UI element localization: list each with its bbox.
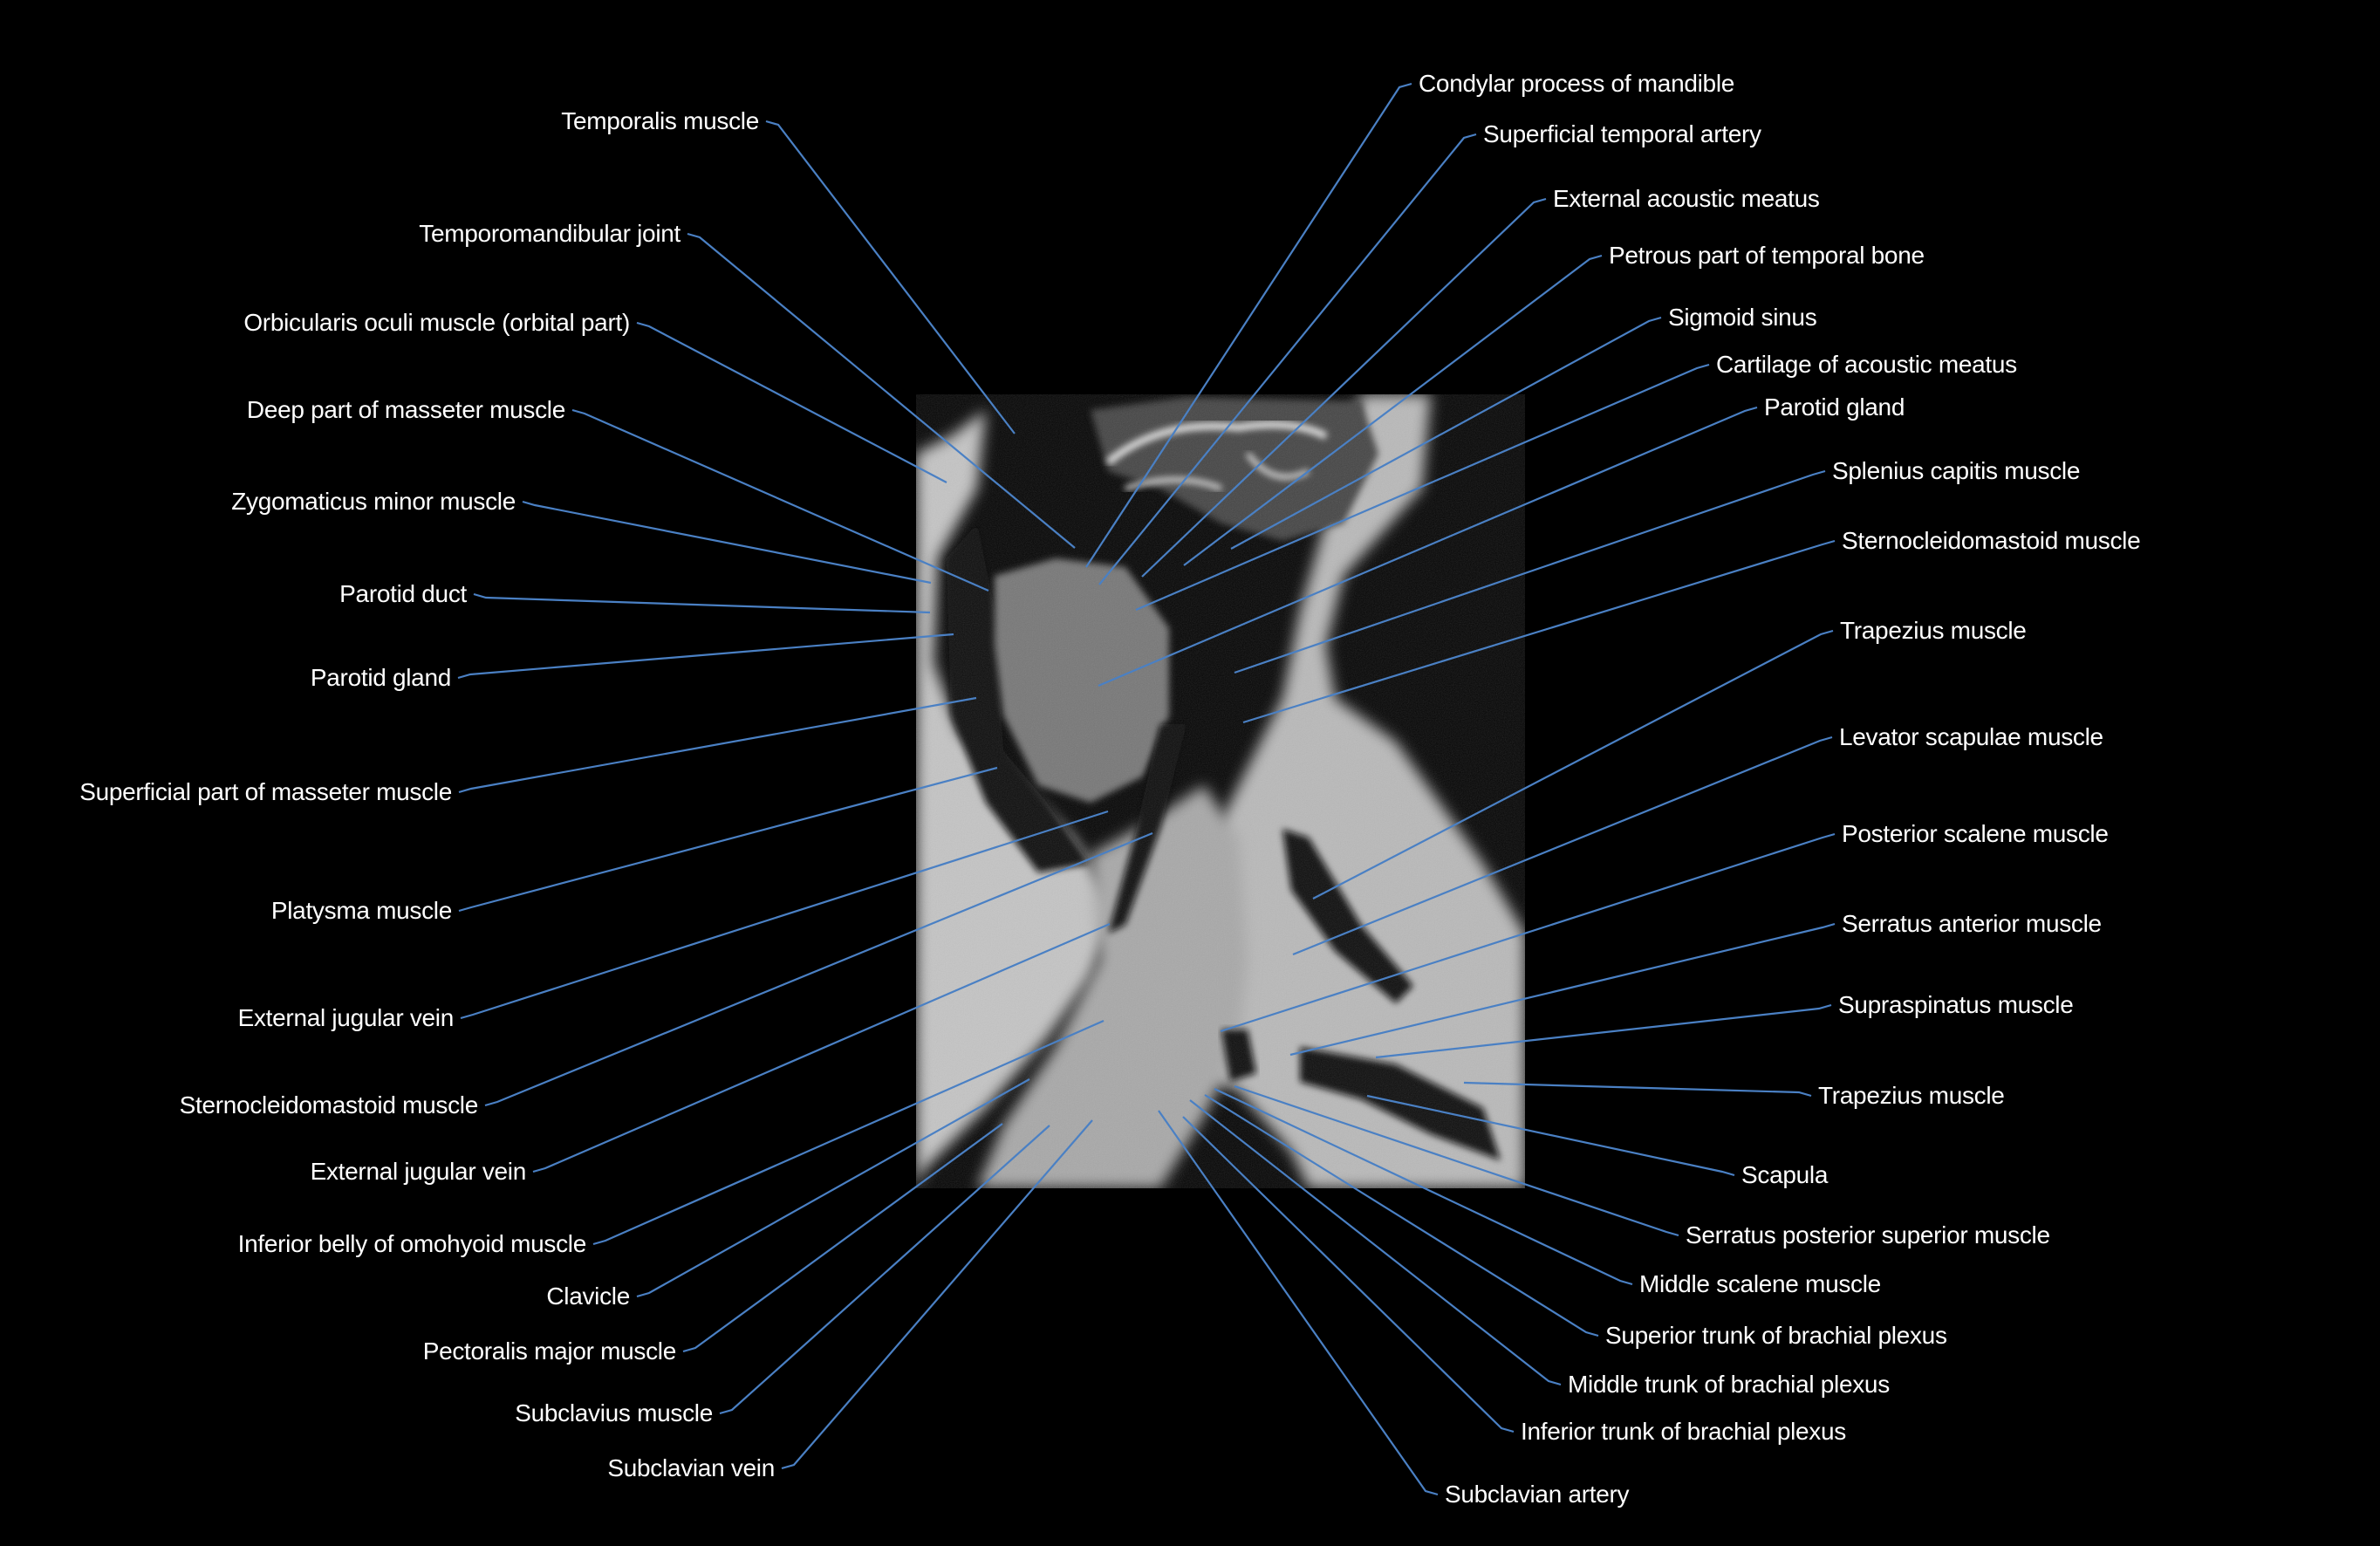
label-inferior-belly-of-omohyoid-muscle[interactable]: Inferior belly of omohyoid muscle	[237, 1230, 587, 1257]
label-levator-scapulae-muscle[interactable]: Levator scapulae muscle	[1839, 723, 2103, 750]
label-temporomandibular-joint[interactable]: Temporomandibular joint	[419, 220, 680, 247]
label-middle-trunk-of-brachial-plexus[interactable]: Middle trunk of brachial plexus	[1568, 1371, 1890, 1398]
label-sternocleidomastoid-muscle[interactable]: Sternocleidomastoid muscle	[1842, 527, 2141, 554]
label-temporalis-muscle[interactable]: Temporalis muscle	[561, 107, 759, 134]
label-scapula[interactable]: Scapula	[1741, 1161, 1829, 1188]
label-condylar-process-of-mandible[interactable]: Condylar process of mandible	[1419, 70, 1735, 97]
label-pectoralis-major-muscle[interactable]: Pectoralis major muscle	[422, 1337, 677, 1365]
label-platysma-muscle[interactable]: Platysma muscle	[270, 897, 452, 924]
label-superficial-part-of-masseter-muscle[interactable]: Superficial part of masseter muscle	[79, 778, 452, 805]
label-external-jugular-vein[interactable]: External jugular vein	[237, 1004, 455, 1031]
label-posterior-scalene-muscle[interactable]: Posterior scalene muscle	[1842, 820, 2109, 847]
label-sternocleidomastoid-muscle[interactable]: Sternocleidomastoid muscle	[179, 1091, 479, 1118]
label-inferior-trunk-of-brachial-plexus[interactable]: Inferior trunk of brachial plexus	[1521, 1418, 1846, 1445]
label-external-acoustic-meatus[interactable]: External acoustic meatus	[1553, 185, 1820, 212]
label-external-jugular-vein[interactable]: External jugular vein	[310, 1158, 527, 1185]
label-superior-trunk-of-brachial-plexus[interactable]: Superior trunk of brachial plexus	[1605, 1322, 1947, 1349]
label-serratus-anterior-muscle[interactable]: Serratus anterior muscle	[1842, 910, 2102, 937]
label-subclavian-artery[interactable]: Subclavian artery	[1445, 1481, 1630, 1508]
label-parotid-gland[interactable]: Parotid gland	[310, 664, 451, 691]
label-trapezius-muscle[interactable]: Trapezius muscle	[1818, 1082, 2005, 1109]
label-petrous-part-of-temporal-bone[interactable]: Petrous part of temporal bone	[1609, 242, 1925, 269]
label-parotid-gland[interactable]: Parotid gland	[1764, 393, 1905, 421]
label-cartilage-of-acoustic-meatus[interactable]: Cartilage of acoustic meatus	[1716, 351, 2017, 378]
label-parotid-duct[interactable]: Parotid duct	[339, 580, 467, 607]
label-subclavius-muscle[interactable]: Subclavius muscle	[515, 1399, 713, 1426]
label-superficial-temporal-artery[interactable]: Superficial temporal artery	[1483, 120, 1761, 147]
label-zygomaticus-minor-muscle[interactable]: Zygomaticus minor muscle	[231, 488, 516, 515]
label-trapezius-muscle[interactable]: Trapezius muscle	[1840, 617, 2027, 644]
label-splenius-capitis-muscle[interactable]: Splenius capitis muscle	[1832, 457, 2081, 484]
label-orbicularis-oculi-muscle-orbital-part[interactable]: Orbicularis oculi muscle (orbital part)	[243, 309, 630, 336]
label-subclavian-vein[interactable]: Subclavian vein	[607, 1454, 775, 1481]
label-deep-part-of-masseter-muscle[interactable]: Deep part of masseter muscle	[246, 396, 565, 423]
label-sigmoid-sinus[interactable]: Sigmoid sinus	[1668, 304, 1817, 331]
label-clavicle[interactable]: Clavicle	[546, 1283, 630, 1310]
label-serratus-posterior-superior-muscle[interactable]: Serratus posterior superior muscle	[1686, 1221, 2050, 1248]
label-supraspinatus-muscle[interactable]: Supraspinatus muscle	[1838, 991, 2074, 1018]
label-middle-scalene-muscle[interactable]: Middle scalene muscle	[1639, 1270, 1881, 1297]
